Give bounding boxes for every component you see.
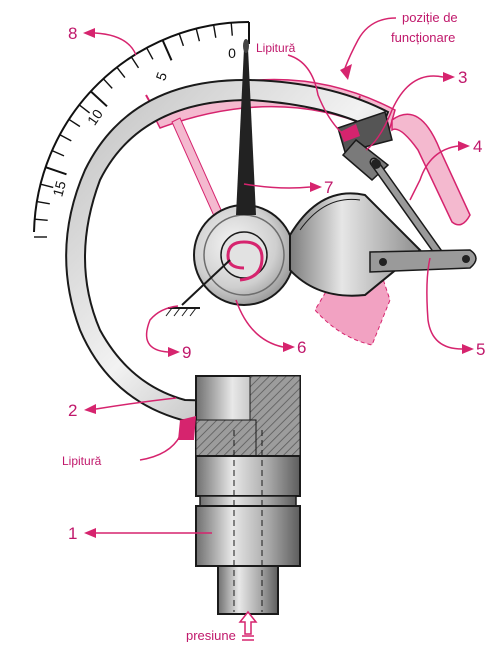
solder-top bbox=[340, 124, 360, 142]
callout-leaders bbox=[94, 17, 463, 534]
leader-4 bbox=[409, 145, 459, 201]
leader-3 bbox=[365, 75, 444, 151]
dial-tick bbox=[212, 24, 217, 38]
leader-8 bbox=[94, 32, 137, 56]
label-5: 5 bbox=[476, 340, 485, 359]
label-solder-left: Lipitură bbox=[62, 454, 102, 468]
working-position-pointer-shadow bbox=[171, 117, 223, 217]
label-2: 2 bbox=[68, 401, 77, 420]
working-position-marker bbox=[340, 64, 352, 80]
dial-tick bbox=[36, 200, 50, 205]
label-working-position-1: poziție de bbox=[402, 10, 458, 25]
label-4: 4 bbox=[473, 137, 482, 156]
dial-tick bbox=[40, 183, 54, 189]
working-position-link-shadow bbox=[391, 113, 471, 226]
dial-tick bbox=[68, 118, 81, 128]
leader-9 bbox=[145, 305, 179, 353]
dial-tick bbox=[45, 166, 67, 176]
dial-tick bbox=[34, 218, 48, 221]
dial-tick bbox=[51, 149, 65, 157]
dial-tick bbox=[102, 78, 113, 89]
dial-tick bbox=[130, 56, 140, 69]
dial-tick bbox=[78, 104, 91, 114]
toothed-sector-edge bbox=[299, 198, 361, 231]
label-working-position-2: funcționare bbox=[391, 30, 455, 45]
leader-7 bbox=[243, 183, 311, 189]
dial-tick bbox=[116, 66, 126, 79]
pointer-tip bbox=[243, 39, 249, 53]
sector-arm-end-pivot bbox=[462, 255, 470, 263]
callout-arrowheads bbox=[83, 28, 474, 538]
sector-arm-pivot bbox=[379, 258, 387, 266]
leader-5 bbox=[426, 257, 463, 350]
dial-scale: 0 5 10 15 bbox=[33, 21, 250, 238]
connecting-link bbox=[341, 138, 445, 260]
label-3: 3 bbox=[458, 68, 467, 87]
label-1: 1 bbox=[68, 524, 77, 543]
label-pressure: presiune bbox=[186, 628, 236, 642]
solder-left bbox=[178, 416, 196, 440]
scale-label-5: 5 bbox=[152, 70, 170, 83]
label-6: 6 bbox=[297, 338, 306, 357]
pinion-gear bbox=[193, 204, 295, 306]
label-8: 8 bbox=[68, 24, 77, 43]
pointer-needle bbox=[236, 48, 256, 215]
leader-6 bbox=[235, 299, 284, 348]
sector-arm bbox=[369, 249, 477, 273]
dial-tick bbox=[59, 134, 72, 142]
dial-tick bbox=[230, 22, 233, 36]
scale-label-15: 15 bbox=[49, 179, 69, 198]
scale-label-10: 10 bbox=[84, 106, 106, 128]
scale-label-0: 0 bbox=[228, 45, 236, 61]
dial-tick bbox=[161, 39, 173, 61]
leader-2 bbox=[95, 397, 177, 410]
toothed-sector bbox=[289, 192, 422, 297]
socket-body bbox=[178, 375, 301, 615]
dial-scale-arc bbox=[33, 21, 250, 233]
label-9: 9 bbox=[182, 343, 191, 362]
link-pivot-top bbox=[371, 159, 381, 169]
hairspring bbox=[165, 240, 264, 317]
dial-tick bbox=[90, 90, 108, 108]
pressure-arrow bbox=[238, 610, 258, 641]
dial-tick bbox=[146, 47, 154, 60]
leader-solder-top bbox=[287, 54, 349, 139]
dial-tick bbox=[195, 28, 201, 42]
leader-working-position bbox=[344, 17, 397, 69]
leader-solder-left bbox=[139, 435, 181, 461]
label-solder-top: Lipitură bbox=[256, 41, 296, 55]
dial-ticks bbox=[34, 22, 250, 238]
bourdon-tube-tip bbox=[337, 111, 393, 153]
label-7: 7 bbox=[324, 178, 333, 197]
dial-tick bbox=[178, 33, 185, 47]
